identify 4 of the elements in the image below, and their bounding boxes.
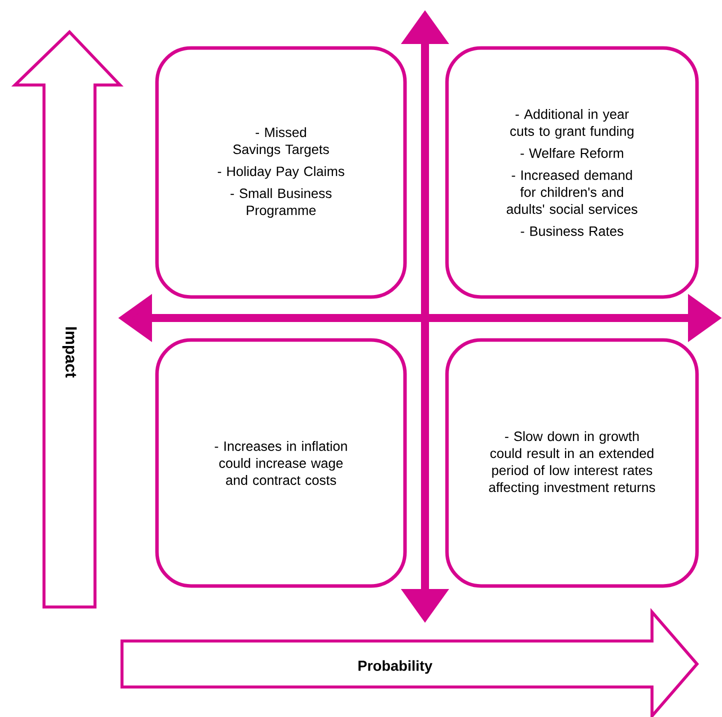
rounded-box: - Increases in inflation could increase wage and contract costs [155,338,407,588]
rounded-box: - Slow down in growth could result in an extended period of low interest rates affecting investment returns [445,338,699,588]
rounded-box: - Missed Savings Targets - Holiday Pay Claims - Small Business Programme [155,46,407,299]
rounded-box: - Additional in year cuts to grant funding - Welfare Reform - Increased demand for children's and adults' social services - Business Rates [445,46,699,299]
